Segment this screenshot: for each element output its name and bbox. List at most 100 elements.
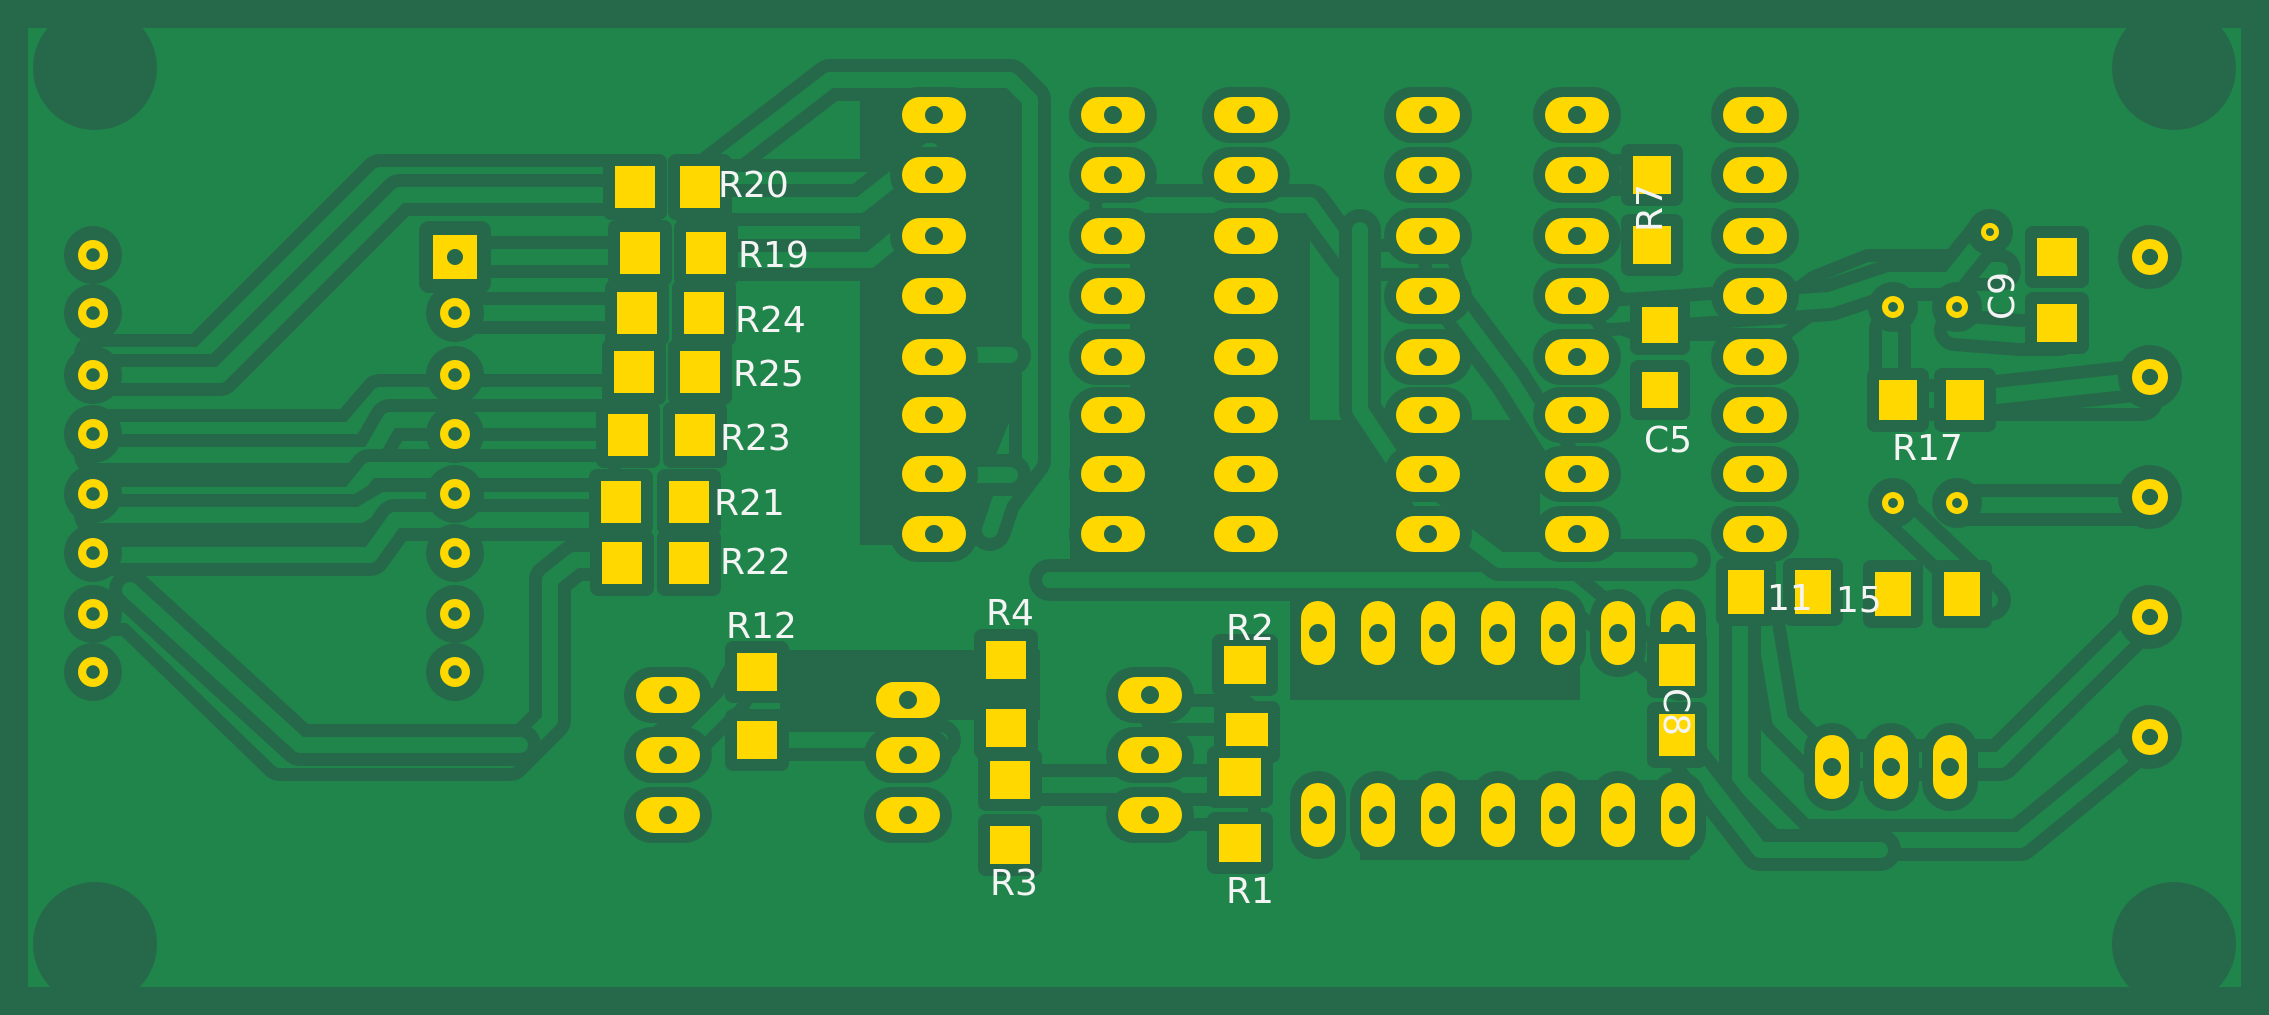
smd-pad <box>617 292 657 334</box>
smd-pad <box>1946 380 1984 420</box>
drill-hole <box>1141 746 1159 764</box>
drill-hole <box>86 368 100 382</box>
silkscreen-layer: R20 R19 R24 R25 R23 R21 R22 R12 R4 R3 R2… <box>714 165 2023 912</box>
drill-hole <box>1568 465 1586 483</box>
drill-hole <box>1237 348 1255 366</box>
drill-hole <box>1141 686 1159 704</box>
label-r3: R3 <box>990 863 1038 904</box>
smd-pad <box>2037 238 2077 276</box>
smd-pad <box>737 721 777 759</box>
smd-pad <box>1633 226 1671 264</box>
smd-pad <box>1659 644 1695 686</box>
drill-hole <box>1104 166 1122 184</box>
drill-hole <box>1419 227 1437 245</box>
drill-hole <box>1941 758 1959 776</box>
smd-pad <box>1642 307 1678 343</box>
smd-pad <box>986 709 1026 747</box>
smd-pad <box>680 166 720 208</box>
drill-hole <box>1309 806 1327 824</box>
drill-hole <box>1568 287 1586 305</box>
smd-pad <box>2037 304 2077 342</box>
drill-hole <box>2141 488 2159 506</box>
drill-hole <box>1104 227 1122 245</box>
trace <box>122 582 528 753</box>
drill-hole <box>448 368 462 382</box>
smd-pad <box>986 641 1026 679</box>
smd-pad <box>684 292 724 334</box>
drill-hole <box>925 525 943 543</box>
drill-hole <box>448 607 462 621</box>
smd-pad <box>737 653 777 691</box>
drill-hole <box>1489 806 1507 824</box>
drill-hole <box>925 106 943 124</box>
smd-pad <box>1219 824 1261 862</box>
drill-hole <box>1419 106 1437 124</box>
drill-hole <box>925 227 943 245</box>
drill-hole <box>925 287 943 305</box>
smd-pad <box>990 826 1030 864</box>
smd-pad <box>1642 372 1678 408</box>
drill-hole <box>1429 806 1447 824</box>
drill-hole <box>1568 106 1586 124</box>
drill-hole <box>448 665 462 679</box>
drill-hole <box>1237 525 1255 543</box>
drill-hole <box>1237 106 1255 124</box>
smd-pad <box>1795 570 1831 614</box>
drill-hole <box>1609 624 1627 642</box>
drill-hole <box>1746 227 1764 245</box>
trace <box>87 512 608 563</box>
drill-hole <box>1237 166 1255 184</box>
drill-hole <box>1746 348 1764 366</box>
label-c8: C8 <box>1655 688 1696 736</box>
trace <box>1102 197 1448 268</box>
drill-hole <box>2141 728 2159 746</box>
drill-hole <box>1549 624 1567 642</box>
drill-hole <box>1419 525 1437 543</box>
mounting-hole-top-left <box>33 6 157 130</box>
drill-hole <box>1746 525 1764 543</box>
drill-hole <box>1419 287 1437 305</box>
smd-pad <box>1224 646 1266 684</box>
drill-hole <box>1369 806 1387 824</box>
drill-hole <box>1104 406 1122 424</box>
trace <box>87 387 628 438</box>
drill-hole <box>448 546 462 560</box>
drill-hole <box>1669 806 1687 824</box>
label-r12: R12 <box>726 606 797 647</box>
smd-pad <box>1944 572 1980 616</box>
smd-pad <box>615 166 655 208</box>
drill-hole <box>1746 166 1764 184</box>
label-r4: R4 <box>986 593 1034 634</box>
drill-hole <box>2141 368 2159 386</box>
drill-hole <box>1104 465 1122 483</box>
drill-hole <box>1568 348 1586 366</box>
drill-hole <box>1952 498 1962 508</box>
smd-pad <box>1879 380 1917 420</box>
drill-hole <box>1568 406 1586 424</box>
trace <box>87 187 648 383</box>
smd-pad <box>680 351 720 393</box>
drill-hole <box>1104 525 1122 543</box>
label-r25: R25 <box>733 354 804 395</box>
mounting-hole-bottom-right <box>2112 882 2236 1006</box>
drill-hole <box>1419 348 1437 366</box>
drill-hole <box>1888 498 1898 508</box>
drill-hole <box>1104 348 1122 366</box>
drill-hole <box>86 306 100 320</box>
drill-hole <box>2141 248 2159 266</box>
drill-hole <box>1985 227 1995 237</box>
drill-hole <box>1419 465 1437 483</box>
drill-hole <box>448 487 462 501</box>
pads-layer <box>64 87 2182 876</box>
drill-hole <box>1237 287 1255 305</box>
drill-hole <box>1746 406 1764 424</box>
drill-hole <box>447 249 463 265</box>
drill-hole <box>1609 806 1627 824</box>
drill-hole <box>86 487 100 501</box>
drill-hole <box>659 686 677 704</box>
trace <box>87 412 638 463</box>
drill-hole <box>659 806 677 824</box>
label-r24: R24 <box>735 300 806 341</box>
drill-hole <box>1746 287 1764 305</box>
